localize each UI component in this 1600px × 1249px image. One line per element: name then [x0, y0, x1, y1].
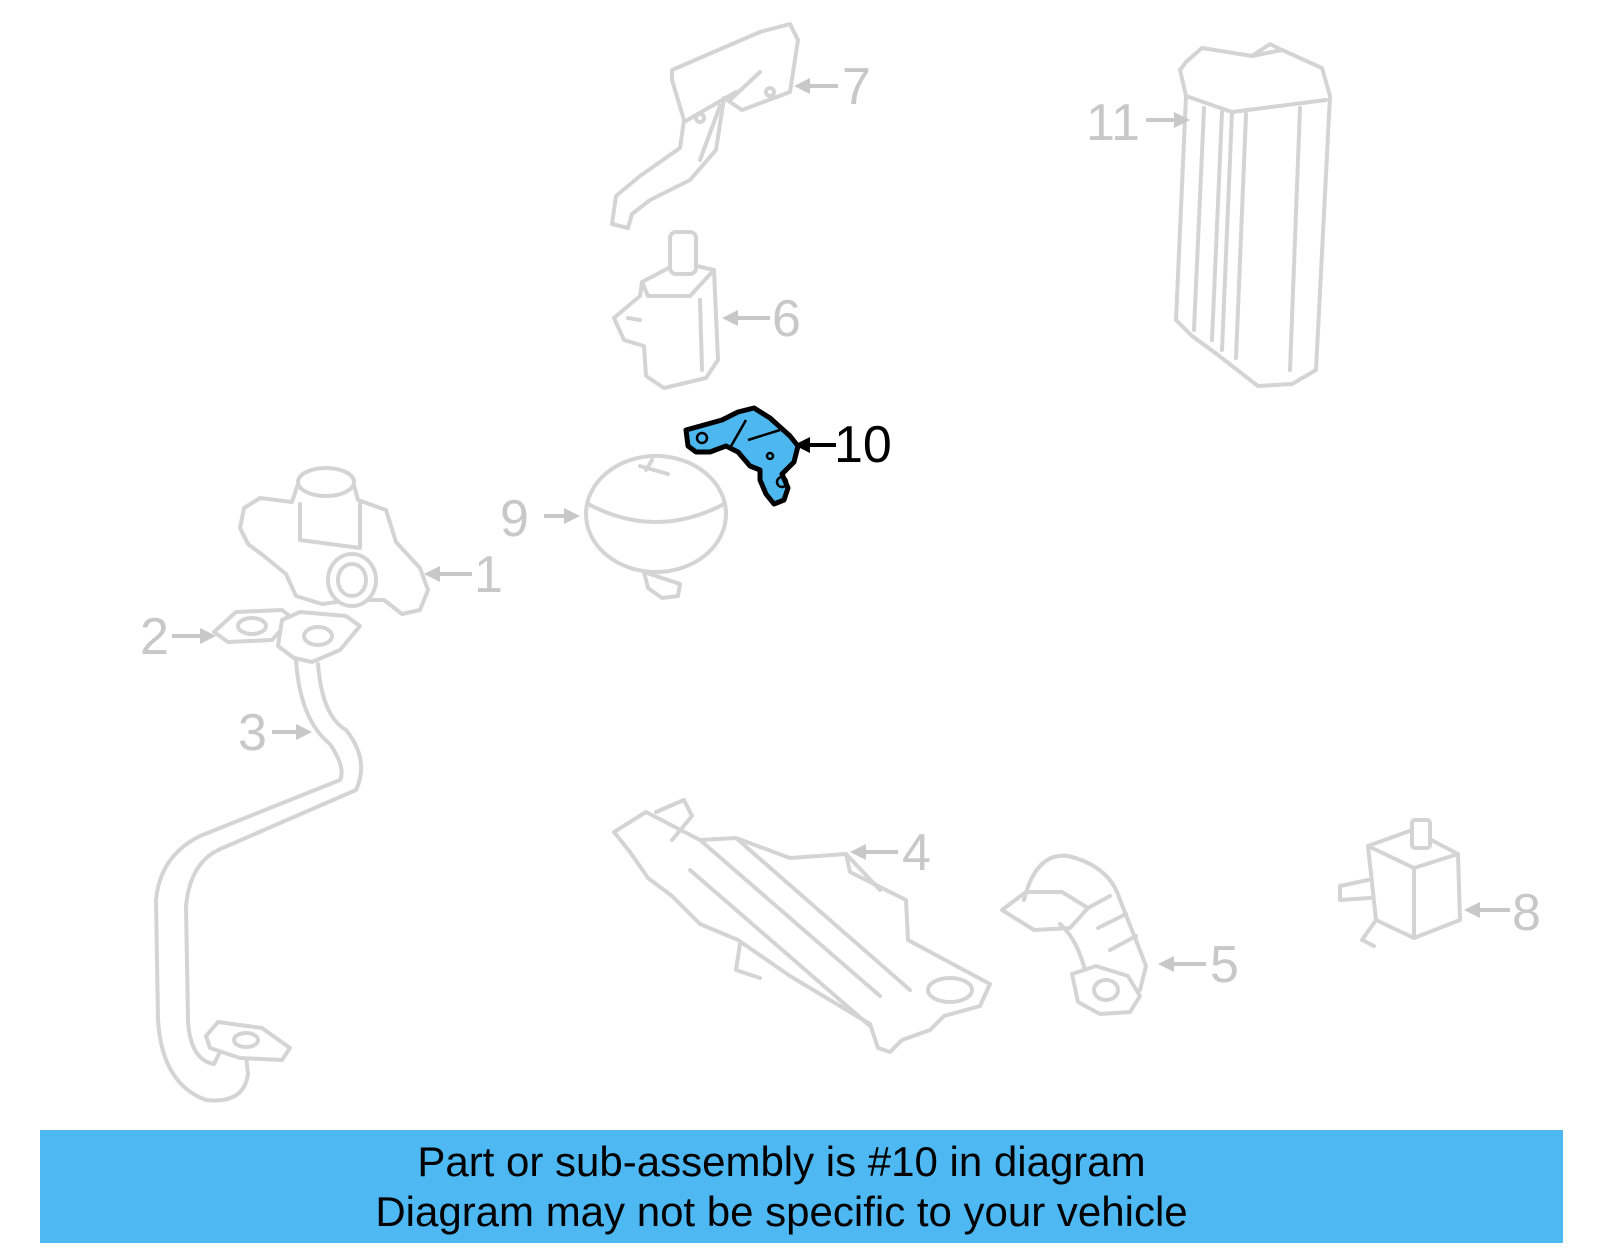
part-1-egr-valve[interactable] [238, 466, 430, 616]
svg-text:1: 1 [474, 546, 503, 604]
svg-text:9: 9 [500, 490, 529, 548]
svg-text:7: 7 [842, 58, 871, 116]
caption-line-2: Diagram may not be specific to your vehi… [375, 1187, 1188, 1235]
callout-2: 2 [140, 608, 216, 666]
callout-3: 3 [238, 704, 312, 762]
svg-text:2: 2 [140, 608, 169, 666]
callout-11: 11 [1086, 94, 1190, 152]
svg-text:11: 11 [1086, 94, 1140, 152]
callout-6: 6 [722, 290, 801, 348]
callout-7: 7 [794, 58, 871, 116]
part-4-egr-cooler[interactable] [612, 798, 992, 1054]
part-9-reservoir[interactable] [584, 454, 728, 600]
svg-text:8: 8 [1512, 884, 1541, 942]
part-11-canister[interactable] [1174, 42, 1332, 388]
part-8-solenoid[interactable] [1338, 818, 1462, 948]
part-7-bracket[interactable] [610, 22, 800, 230]
svg-text:5: 5 [1210, 936, 1239, 994]
callout-8: 8 [1464, 884, 1541, 942]
caption-banner: Part or sub-assembly is #10 in diagram D… [40, 1130, 1563, 1243]
part-6-valve[interactable] [612, 230, 720, 390]
callout-5: 5 [1158, 936, 1239, 994]
svg-text:6: 6 [772, 290, 801, 348]
svg-text:4: 4 [902, 824, 931, 882]
part-5-elbow-pipe[interactable] [1000, 853, 1148, 1016]
svg-text:3: 3 [238, 704, 267, 762]
part-3-pipe[interactable] [154, 610, 364, 1103]
caption-line-1: Part or sub-assembly is #10 in diagram [417, 1137, 1146, 1185]
svg-text:10: 10 [834, 416, 892, 474]
part-10-bracket-highlighted[interactable] [683, 405, 801, 507]
callout-1: 1 [424, 546, 503, 604]
callout-9: 9 [500, 490, 580, 548]
callout-10: 10 [794, 416, 892, 474]
callout-4: 4 [850, 824, 931, 882]
